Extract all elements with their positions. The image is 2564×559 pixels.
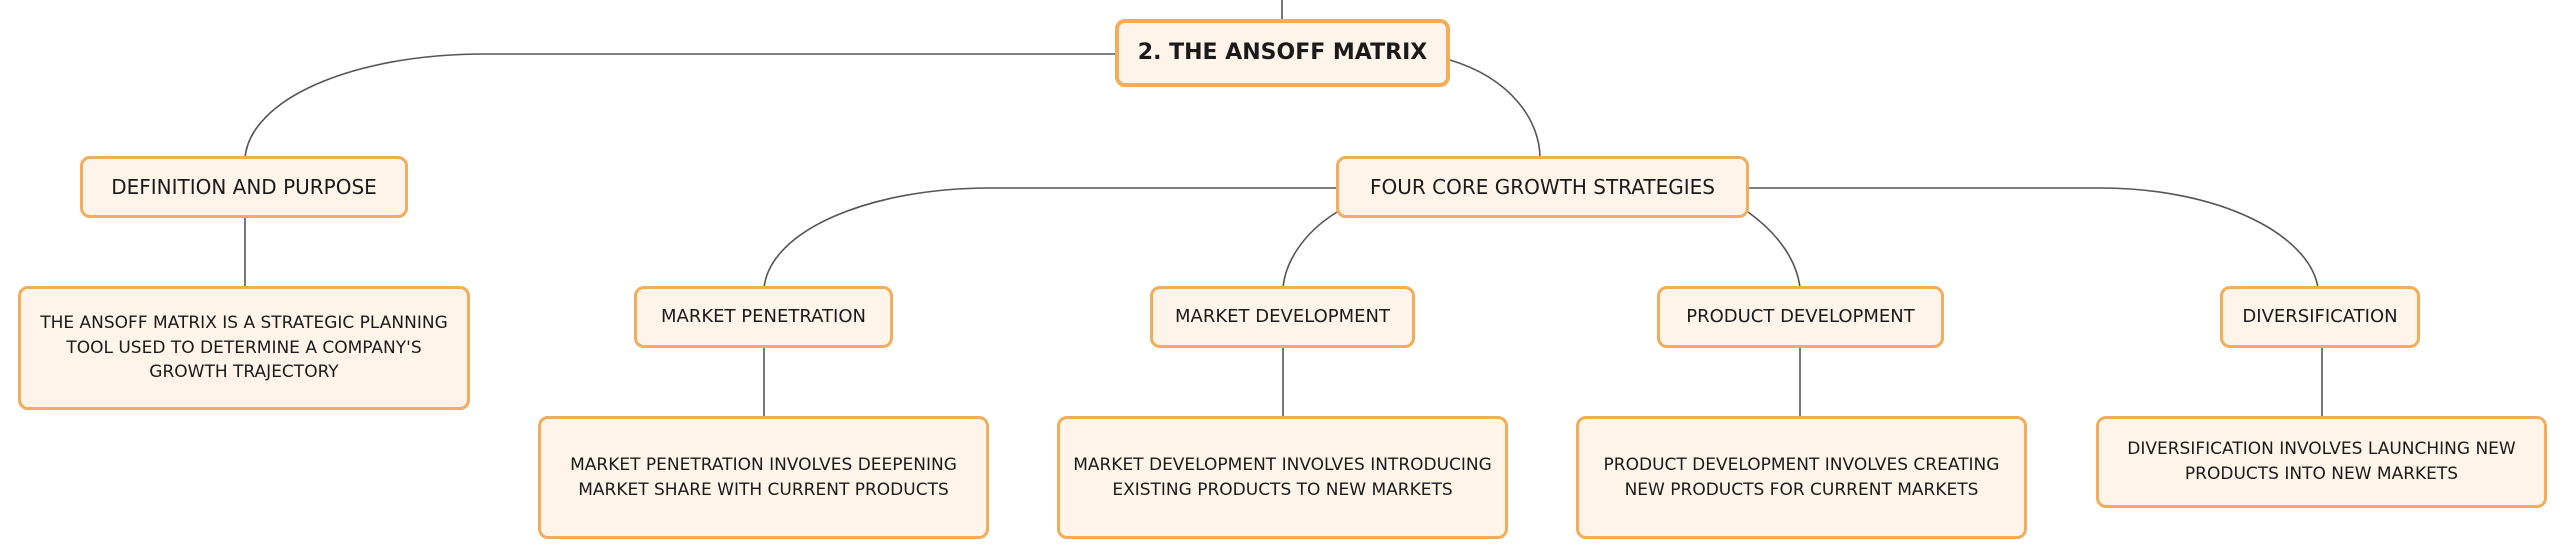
diversification-detail-text: DIVERSIFICATION INVOLVES LAUNCHING NEW P… [2127,439,2516,484]
connector-strategies-development [1282,211,1338,289]
connector-strategies-product [1747,211,1801,289]
connector-strategies-diversification [1748,187,2319,289]
product-development-detail-node[interactable]: PRODUCT DEVELOPMENT INVOLVES CREATING NE… [1576,416,2027,539]
market-development-node[interactable]: MARKET DEVELOPMENT [1150,286,1415,348]
market-penetration-detail-text: MARKET PENETRATION INVOLVES DEEPENING MA… [570,454,957,500]
diversification-label: DIVERSIFICATION [2242,305,2398,327]
definition-node[interactable]: DEFINITION AND PURPOSE [80,156,408,218]
market-development-detail-node[interactable]: MARKET DEVELOPMENT INVOLVES INTRODUCING … [1057,416,1508,539]
market-penetration-label: MARKET PENETRATION [661,305,866,327]
product-development-node[interactable]: PRODUCT DEVELOPMENT [1657,286,1944,348]
definition-detail-text: THE ANSOFF MATRIX IS A STRATEGIC PLANNIN… [40,313,448,383]
definition-detail-node[interactable]: THE ANSOFF MATRIX IS A STRATEGIC PLANNIN… [18,286,470,410]
diversification-node[interactable]: DIVERSIFICATION [2220,286,2420,348]
connector-root-definition [244,53,1117,159]
market-development-detail-text: MARKET DEVELOPMENT INVOLVES INTRODUCING … [1073,454,1492,500]
product-development-detail-text: PRODUCT DEVELOPMENT INVOLVES CREATING NE… [1603,454,2000,500]
diversification-detail-node[interactable]: DIVERSIFICATION INVOLVES LAUNCHING NEW P… [2096,416,2547,508]
connector-root-strategies [1449,59,1541,159]
root-node[interactable]: 2. THE ANSOFF MATRIX [1115,19,1450,87]
market-development-label: MARKET DEVELOPMENT [1175,305,1390,327]
strategies-label: FOUR CORE GROWTH STRATEGIES [1370,174,1715,199]
definition-label: DEFINITION AND PURPOSE [111,174,377,199]
market-penetration-node[interactable]: MARKET PENETRATION [634,286,893,348]
root-label: 2. THE ANSOFF MATRIX [1137,40,1428,66]
connector-strategies-penetration [763,187,1337,289]
strategies-node[interactable]: FOUR CORE GROWTH STRATEGIES [1336,156,1749,218]
market-penetration-detail-node[interactable]: MARKET PENETRATION INVOLVES DEEPENING MA… [538,416,989,539]
product-development-label: PRODUCT DEVELOPMENT [1686,305,1915,327]
